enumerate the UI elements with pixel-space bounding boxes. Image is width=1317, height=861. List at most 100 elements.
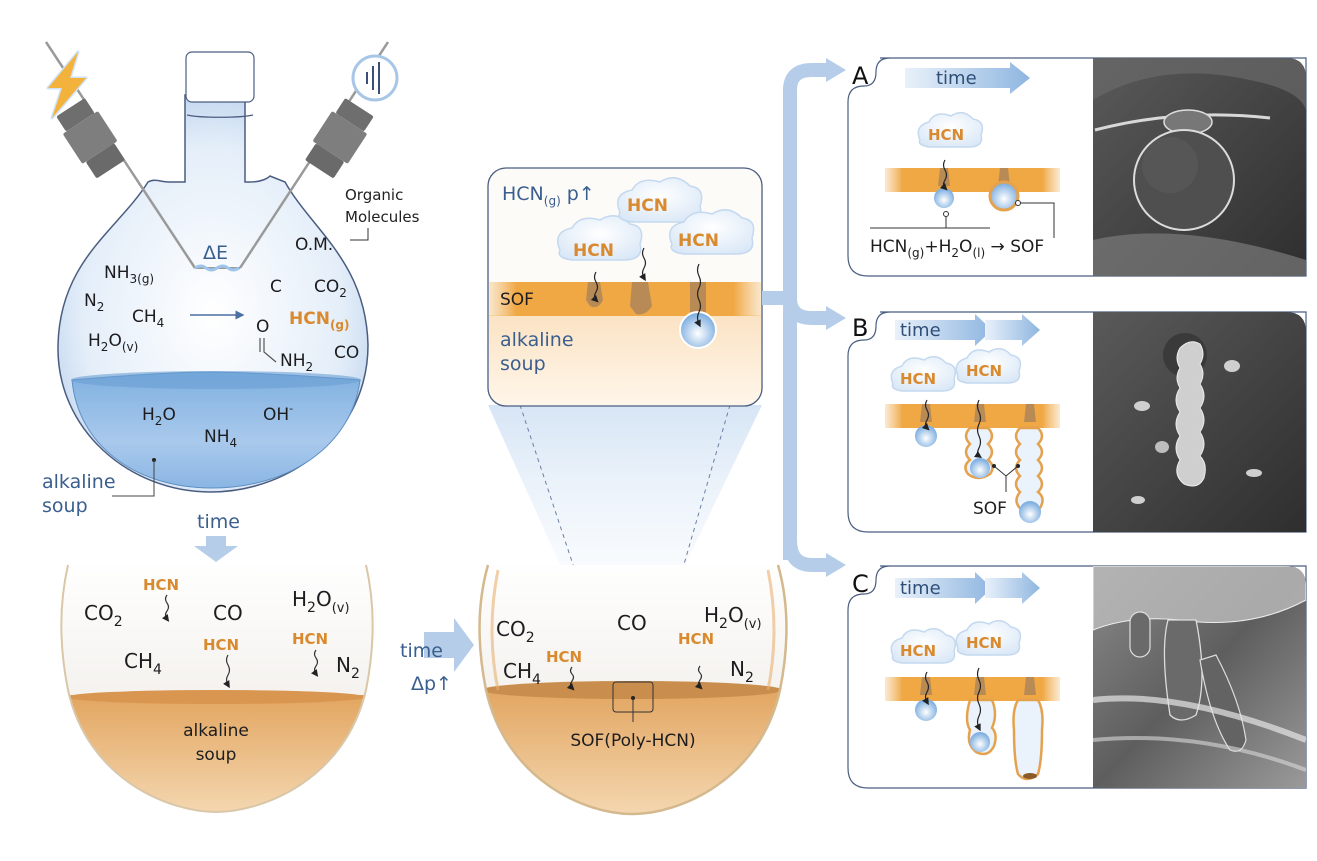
flask-stage-3: CO2 CO H2O(v) CH4 N2 HCN HCN SOF(Poly-HC… <box>478 564 788 816</box>
lightning-bolt-icon <box>46 50 88 120</box>
svg-text:HCN: HCN <box>900 642 936 660</box>
hcn-cloud: HCN <box>617 177 703 223</box>
formamide-o-label: O <box>256 317 269 337</box>
co-label: CO <box>334 343 359 363</box>
water-droplet <box>915 699 937 721</box>
alkaline-soup-label-2: soup <box>196 745 237 765</box>
svg-text:HCN: HCN <box>966 362 1002 380</box>
time-label: time <box>900 320 941 341</box>
panel-c: C time HCN HCN <box>847 565 1307 789</box>
hcn-label: HCN <box>203 636 239 654</box>
tubular-sof <box>1012 698 1044 781</box>
panel-letter: B <box>852 314 868 342</box>
hcn-label: HCN <box>678 630 714 648</box>
organic-molecules-label: Organic <box>345 186 403 204</box>
time-right-label: time <box>400 640 443 662</box>
alkaline-soup-label: alkaline <box>500 329 574 351</box>
sem-tubular-structures-image <box>1093 566 1306 788</box>
panel-letter: A <box>852 62 869 90</box>
svg-text:HCN: HCN <box>573 241 614 261</box>
hcn-cloud: HCN <box>955 619 1022 656</box>
svg-text:HCN: HCN <box>966 634 1002 652</box>
time-arrow <box>905 62 1030 94</box>
reaction-flask: Organic Molecules O.M. ΔE NH3(g) N2 CH4 … <box>42 41 420 517</box>
electrical-ground-icon <box>351 54 399 102</box>
spark-discharge <box>194 264 240 272</box>
alkaline-soup-label: alkaline <box>183 721 249 741</box>
n2-label: N2 <box>730 657 754 686</box>
delta-e-label: ΔE <box>203 242 228 264</box>
delta-p-label: Δp↑ <box>411 673 452 695</box>
sof-shell-droplet <box>988 180 1020 212</box>
left-fitting <box>57 98 125 178</box>
formamide-nh2-label: NH2 <box>280 351 313 374</box>
time-arrow <box>895 314 992 346</box>
alkaline-soup-label-2: soup <box>500 353 546 375</box>
hcn-cloud: HCN <box>917 111 984 148</box>
svg-text:HCN: HCN <box>900 370 936 388</box>
reaction-equation: HCN(g)+H2O(l) → SOF <box>870 237 1044 260</box>
h2o-vapor-label: H2O(v) <box>292 587 350 616</box>
svg-text:HCN: HCN <box>627 196 668 216</box>
hcn-cloud: HCN <box>890 627 957 664</box>
hcn-gas-label: HCN(g) <box>289 309 350 332</box>
time-arrow-right: time Δp↑ <box>400 618 474 695</box>
sem-sphere-image <box>1093 58 1306 276</box>
sof-label: SOF <box>500 290 534 310</box>
time-label: time <box>900 578 941 599</box>
panel-b: B time HCN HCN SOF <box>847 311 1307 533</box>
hcn-label: HCN <box>292 630 328 648</box>
branching-arrows <box>762 58 846 577</box>
organic-molecules-label-2: Molecules <box>345 208 420 226</box>
water-droplet <box>915 425 937 447</box>
svg-text:HCN: HCN <box>678 231 719 251</box>
co-label: CO <box>617 611 647 635</box>
time-arrow <box>895 572 992 604</box>
hcn-cloud: HCN <box>557 215 643 261</box>
time-arrow-2 <box>985 572 1040 604</box>
nh4-label: NH4 <box>204 427 237 450</box>
flask-center-neck-cap <box>185 51 255 103</box>
h2o-vapor-label: H2O(v) <box>88 331 138 354</box>
h2o-liquid-label: H2O <box>142 405 176 428</box>
co2-label: CO2 <box>314 277 347 300</box>
ch4-label: CH4 <box>503 659 541 688</box>
panel-letter: C <box>852 570 869 598</box>
ch4-label: CH4 <box>124 649 162 678</box>
zoom-cone <box>488 405 762 680</box>
om-label: O.M. <box>295 235 333 255</box>
water-droplet <box>934 188 954 208</box>
hcn-cloud: HCN <box>669 209 755 255</box>
water-droplet <box>679 311 717 349</box>
time-arrow-down: time <box>194 511 240 562</box>
svg-text:HCN: HCN <box>928 126 964 144</box>
co2-label: CO2 <box>84 601 123 630</box>
flask-stage-2: HCN HCN HCN CO2 CO H2O(v) CH4 N2 alkalin… <box>60 564 374 814</box>
formamide-bond <box>259 338 277 363</box>
alkaline-soup-label: alkaline <box>42 471 116 493</box>
sof-polyhcn-label: SOF(Poly-HCN) <box>570 731 695 751</box>
n2-label: N2 <box>336 653 360 682</box>
co-label: CO <box>213 601 243 625</box>
interface-inset: HCN(g) p↑ HCN HCN HCN SOF alkaline soup <box>487 167 763 407</box>
time-arrow-2 <box>985 314 1040 346</box>
segmented-sof-tube <box>1014 426 1044 514</box>
hcn-label: HCN <box>143 576 179 594</box>
nh3-label: NH3(g) <box>104 263 154 286</box>
hcn-label: HCN <box>546 648 582 666</box>
inset-title: HCN(g) p↑ <box>502 183 595 208</box>
sof-label: SOF <box>973 499 1007 519</box>
time-label: time <box>936 68 977 89</box>
alkaline-soup-label-2: soup <box>42 495 88 517</box>
c-label: C <box>270 277 282 297</box>
right-fitting <box>305 98 373 178</box>
h2o-vapor-label: H2O(v) <box>704 603 762 632</box>
hcn-cloud: HCN <box>890 355 957 392</box>
oh-label: OH- <box>263 402 293 425</box>
time-down-label: time <box>197 511 240 533</box>
co2-label: CO2 <box>496 617 535 646</box>
sem-segmented-filament-image <box>1093 312 1306 532</box>
hcn-cloud: HCN <box>955 347 1022 384</box>
n2-label: N2 <box>84 291 104 314</box>
